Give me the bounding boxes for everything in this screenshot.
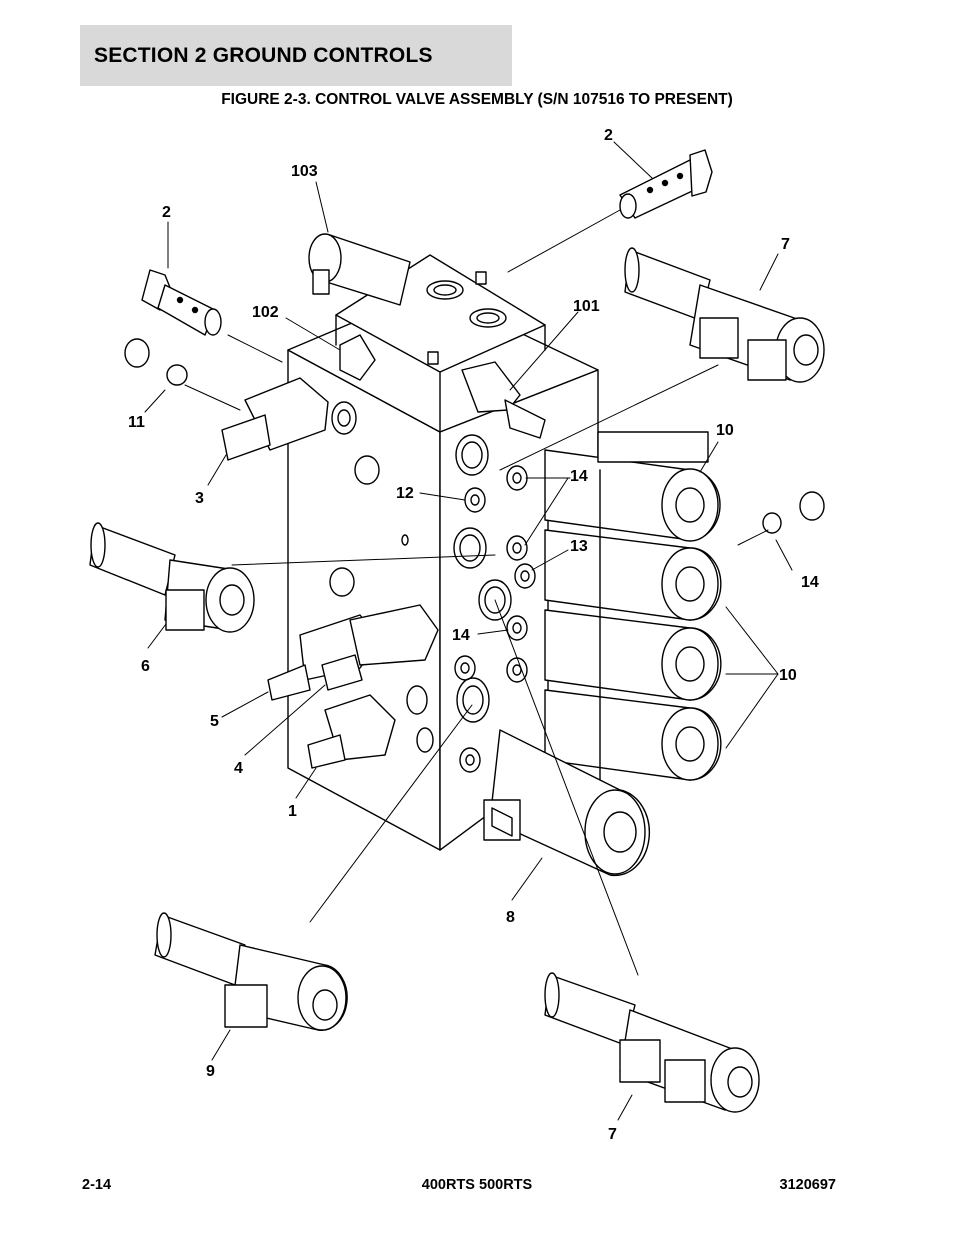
callout-2: 2 <box>162 204 171 221</box>
callout-7: 7 <box>608 1126 617 1143</box>
solenoid-103 <box>308 233 411 306</box>
solenoid-valve-9 <box>154 912 348 1032</box>
callout-12: 12 <box>396 485 414 502</box>
callout-6: 6 <box>141 658 150 675</box>
page-number: 2-14 <box>82 1177 112 1193</box>
solenoid-valve-7-bottom <box>544 972 760 1113</box>
callout-2: 2 <box>604 127 613 144</box>
callout-labels: 2 103 2 7 102 101 11 3 10 12 14 13 14 6 … <box>128 127 819 1143</box>
callout-1: 1 <box>288 803 297 820</box>
callout-103: 103 <box>291 163 318 180</box>
model-names: 400RTS 500RTS <box>421 1177 533 1193</box>
section-title: SECTION 2 GROUND CONTROLS <box>94 43 433 67</box>
cartridge-valve-2-top <box>619 149 713 219</box>
figure-title: FIGURE 2-3. CONTROL VALVE ASSEMBLY (S/N … <box>221 91 733 108</box>
callout-14: 14 <box>570 468 588 485</box>
callout-14: 14 <box>801 574 819 591</box>
solenoid-coils-10 <box>544 431 722 791</box>
callout-14: 14 <box>452 627 470 644</box>
solenoid-valve-6 <box>89 522 255 633</box>
solenoid-coil-8 <box>483 729 651 877</box>
callout-101: 101 <box>573 298 600 315</box>
callout-102: 102 <box>252 304 279 321</box>
cartridge-valve-2-left <box>141 269 222 336</box>
section-banner: SECTION 2 GROUND CONTROLS <box>80 25 512 86</box>
callout-3: 3 <box>195 490 204 507</box>
leader-lines <box>144 141 793 1121</box>
callout-8: 8 <box>506 909 515 926</box>
solenoid-valve-7-top <box>624 247 825 383</box>
callout-4: 4 <box>234 760 243 777</box>
callout-11: 11 <box>128 414 145 431</box>
callout-9: 9 <box>206 1063 215 1080</box>
document-number: 3120697 <box>779 1177 836 1193</box>
cartridge-valves-front <box>221 334 546 769</box>
callout-7: 7 <box>781 236 790 253</box>
callout-10: 10 <box>779 667 797 684</box>
callout-5: 5 <box>210 713 219 730</box>
callout-10: 10 <box>716 422 734 439</box>
callout-13: 13 <box>570 538 588 555</box>
plugs <box>124 338 825 534</box>
